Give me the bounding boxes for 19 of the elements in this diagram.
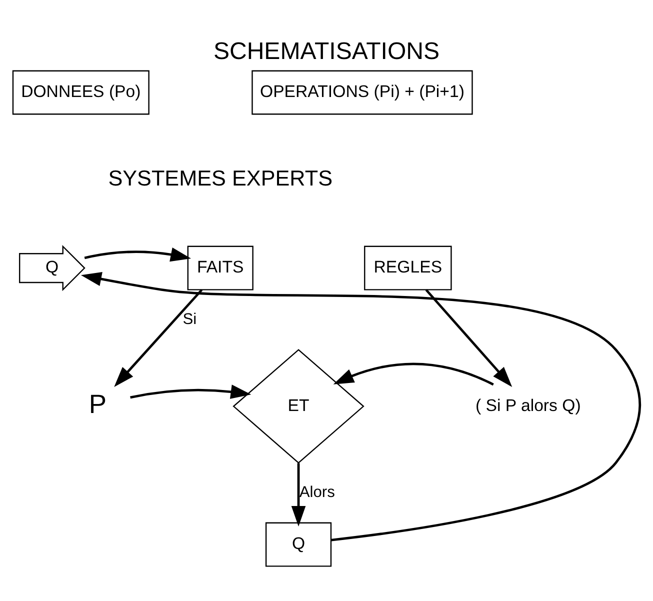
arrow [114,289,203,387]
label: SYSTEMES EXPERTS [108,166,333,191]
node-box: FAITS [187,246,254,290]
arrow [80,272,641,542]
arrow [425,289,512,387]
node-diamond: ET [232,349,364,464]
edge-label: Si [182,310,197,328]
arrow [130,384,252,399]
arrow [291,463,306,526]
node-text: P [88,389,107,420]
node-box: REGLES [364,246,452,290]
diagram-title: SCHEMATISATIONS [213,38,440,65]
node-text: ( Si P alors Q) [475,396,581,415]
arrow [333,362,494,386]
node-box: DONNEES (Po) [12,70,150,115]
node-box: OPERATIONS (Pi) + (Pi+1) [252,70,473,115]
node-box: Q [265,522,332,567]
arrow [84,248,192,262]
edge-label: Alors [299,484,335,501]
